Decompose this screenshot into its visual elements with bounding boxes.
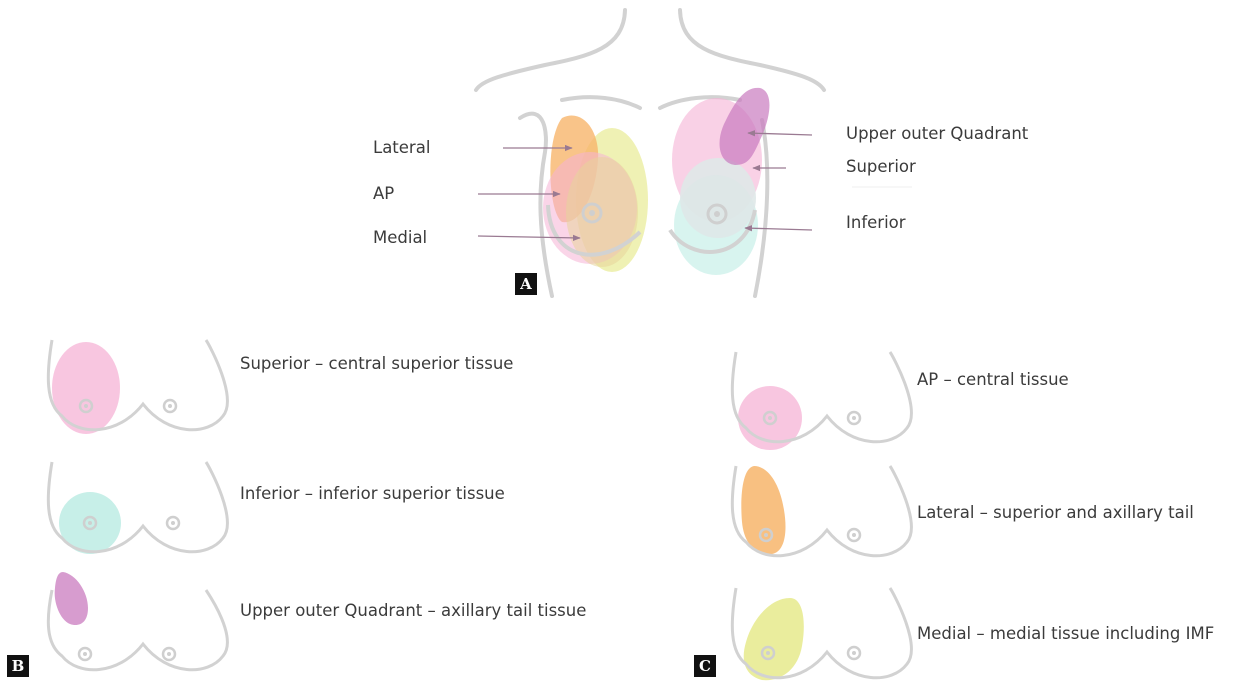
panel-b-caption-superior: Superior – central superior tissue	[240, 354, 513, 373]
label-ap: AP	[373, 184, 394, 203]
panel-c-item-2-drawing	[732, 466, 911, 556]
panel-c-caption-ap: AP – central tissue	[917, 370, 1069, 389]
label-inferior: Inferior	[846, 213, 906, 232]
label-superior: Superior	[846, 157, 916, 176]
panel-b-item-1-drawing	[48, 340, 227, 434]
panel-a-right-breast-regions	[670, 88, 769, 275]
label-upper-outer-quadrant: Upper outer Quadrant	[846, 124, 1028, 143]
nipple-right-a-dot	[714, 211, 720, 217]
panel-c-caption-lateral: Lateral – superior and axillary tail	[917, 503, 1194, 522]
panel-a-badge: A	[515, 273, 537, 295]
label-lateral: Lateral	[373, 138, 430, 157]
label-medial: Medial	[373, 228, 427, 247]
panel-c-item-3-drawing	[732, 588, 911, 680]
central-region-a	[680, 158, 756, 238]
panel-c-badge: C	[694, 655, 716, 677]
panel-b-caption-inferior: Inferior – inferior superior tissue	[240, 484, 505, 503]
panel-a-torso	[476, 10, 824, 296]
panel-c-item-1-drawing	[732, 352, 911, 450]
neck-right-line	[680, 10, 824, 90]
panel-b-caption-upper-outer: Upper outer Quadrant – axillary tail tis…	[240, 601, 586, 620]
panel-c-caption-medial: Medial – medial tissue including IMF	[917, 624, 1214, 643]
neck-left-line	[476, 10, 625, 90]
panel-b-badge: B	[7, 655, 29, 677]
nipple-left-a-dot	[589, 210, 595, 216]
clavicle-left-line	[562, 97, 640, 108]
panel-b-item-2-drawing	[48, 462, 227, 554]
panel-b-item-3-drawing	[48, 572, 227, 670]
